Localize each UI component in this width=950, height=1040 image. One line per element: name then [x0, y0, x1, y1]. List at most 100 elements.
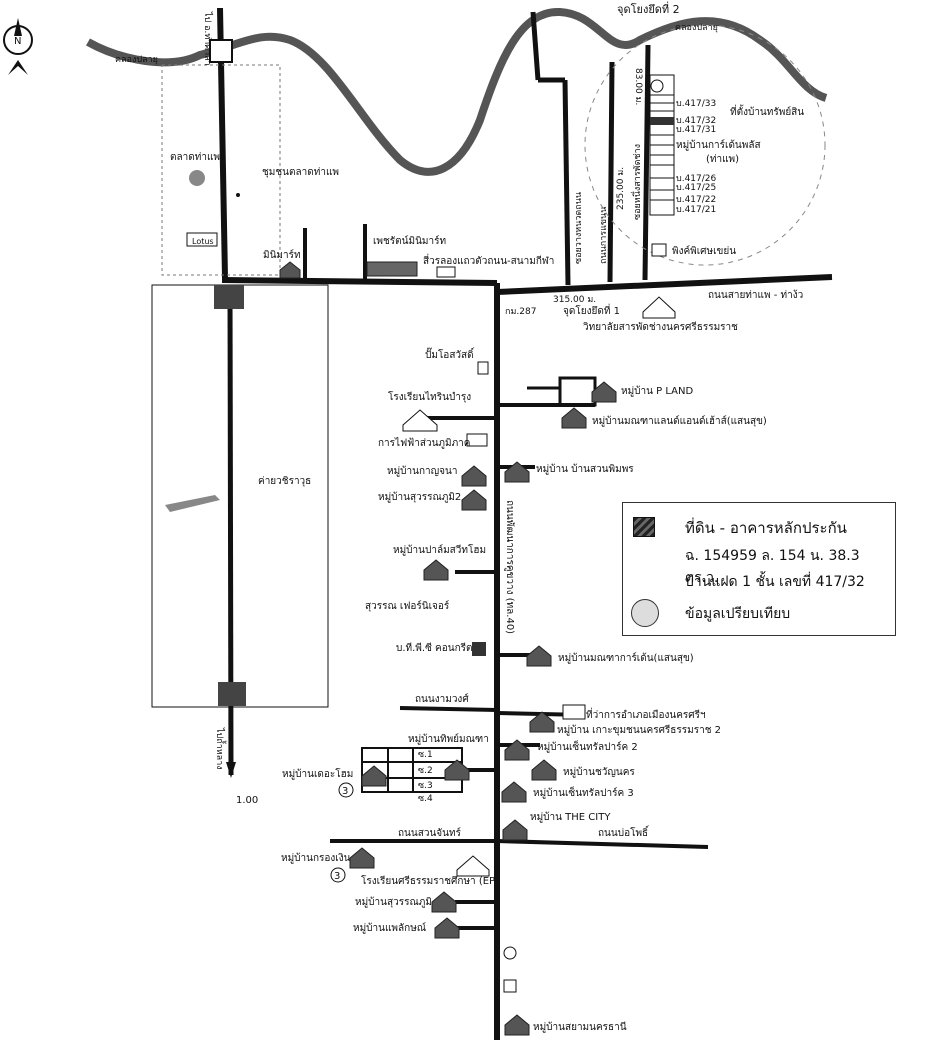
road-soi-1	[530, 11, 541, 81]
lotus-label: Lotus	[192, 237, 214, 246]
furniture-label: สุวรรณ เฟอร์นิเจอร์	[365, 600, 450, 612]
legend-comparison: ข้อมูลเปรียบเทียบ	[685, 606, 791, 622]
rd-bophor-label: ถนนบ่อโพธิ์	[598, 825, 650, 839]
camp-label: ค่ายวชิราวุธ	[258, 476, 311, 487]
v-sayamnakhon-label: หมู่บ้านสยามนครธานี	[533, 1021, 627, 1033]
electric-label: การไฟฟ้าส่วนภูมิภาค	[378, 437, 470, 449]
concrete-icon	[472, 642, 486, 656]
v-kanchana-label: หมู่บ้านกาญจนา	[387, 465, 457, 477]
comparison-swatch	[631, 599, 659, 627]
v-thippanit-label: หมู่บ้านทิพย์มณฑา	[408, 733, 489, 745]
village-ref-label: หมู่บ้านการ์เด้นพลัส	[676, 139, 761, 151]
community-dot	[236, 193, 240, 197]
soi-label: ซ.4	[418, 794, 433, 804]
road-soi-2	[607, 61, 615, 283]
road-thaphae-label: ถนนสายท่าแพ - ท่าง้ว	[708, 289, 803, 301]
v-pailak-label: หมู่บ้านแพลักษณ์	[353, 922, 426, 934]
mazda-icon	[503, 946, 517, 960]
school2-label: โรงเรียนศรีธรรมราชศึกษา (EP)	[361, 874, 499, 887]
house-icon	[361, 765, 387, 787]
pland-block	[558, 376, 597, 407]
scale-label: 1.00	[236, 795, 258, 806]
v-krongnoen-label: หมู่บ้านกรองเงิน	[281, 852, 351, 864]
v-suanphimphon-label: หมู่บ้าน บ้านสวนพิมพร	[536, 463, 634, 475]
marker-1	[650, 79, 664, 93]
soi-road-label: ซอยหนึ่งสารพัดช่าง	[630, 144, 643, 220]
canal-line	[86, 7, 828, 176]
pink-house-icon	[651, 243, 667, 257]
legend-title: ที่ดิน - อาคารหลักประกัน	[685, 519, 847, 537]
collateral-swatch	[633, 517, 655, 537]
v-suwanphum2-label: หมู่บ้านสุวรรณภูมิ2	[378, 491, 461, 503]
mini-mart-label: มินิมาร์ท	[263, 249, 301, 261]
house-icon	[279, 261, 301, 279]
v-dehome-label: หมู่บ้านเดอะโฮม	[282, 767, 353, 780]
plot-label: บ.417/21	[676, 205, 716, 215]
soi-label: ซ.3	[418, 781, 433, 791]
canal-left-label: คลองปลายุ	[115, 55, 158, 65]
v-pland-label: หมู่บ้าน P LAND	[621, 385, 693, 397]
road-ngamwong	[399, 706, 498, 712]
camp-gate-top	[214, 285, 244, 309]
marker-3a-label: 3	[342, 786, 348, 797]
rd-ngamwong-label: ถนนงามวงศ์	[415, 693, 469, 705]
soi-label: ซ.1	[418, 750, 433, 760]
house-icon	[461, 489, 487, 511]
marker-3a	[338, 782, 354, 798]
mcd-icon	[503, 979, 517, 993]
district-hall-icon	[562, 704, 586, 720]
v-chayanakorn-label: หมู่บ้านชวัญนคร	[563, 766, 635, 778]
plot-label: บ.417/22	[676, 195, 716, 205]
house-icon	[526, 645, 552, 667]
legend-deed: ฉ. 154959 ล. 154 น. 38.3 ตร.ว.	[685, 548, 860, 586]
district-hall-label: ที่ว่าการอำเภอเมืองนครศรีฯ	[586, 707, 706, 721]
plot-label: บ.417/25	[676, 183, 716, 193]
college-icon	[642, 296, 676, 319]
road-soi-1c	[562, 79, 571, 286]
airplane-icon	[165, 495, 220, 512]
house-icon	[591, 381, 617, 403]
market-icon	[189, 170, 205, 186]
km287-label: กม.287	[505, 307, 536, 317]
plot-label: บ.417/32	[676, 116, 716, 126]
house-icon	[529, 711, 555, 733]
house-icon	[349, 847, 375, 869]
compass-label: N	[14, 36, 21, 47]
marker-3b-label: 3	[334, 871, 340, 882]
arrow-down-icon	[226, 762, 236, 778]
v-central2-label: หมู่บ้านเซ็นทรัลปาร์ค 2	[537, 739, 638, 753]
soi-road2-label: ซอยวางหนวดถนน	[574, 192, 584, 264]
soi-label: ซ.2	[418, 766, 433, 776]
electric-icon	[466, 433, 488, 447]
v-city-label: หมู่บ้าน THE CITY	[530, 811, 611, 823]
v-kohsamui-label: หมู่บ้าน เกาะขุมชนนครศรีธรรมราช 2	[557, 724, 721, 736]
rd-suanjan-label: ถนนสวนจันทร์	[398, 827, 462, 839]
pump-label: ปั๊มโอสวัสดิ์	[425, 347, 475, 361]
house-icon	[501, 781, 527, 803]
camp-area	[151, 284, 329, 708]
point2-label: จุดโยงยึดที่ 2	[617, 1, 680, 16]
concrete-label: บ.ที.พี.ซี คอนกรีต	[396, 642, 472, 654]
house-icon	[461, 465, 487, 487]
college-label: วิทยาลัยสารพัดช่างนครศรีธรรมราช	[583, 321, 739, 333]
camp-gate-bottom	[218, 682, 246, 706]
compass-icon	[3, 18, 33, 75]
marker-3b	[330, 867, 346, 883]
plot-label: บ.417/26	[676, 174, 717, 184]
bridge-icon	[209, 39, 233, 63]
comparison-radius	[584, 24, 826, 266]
plot-label: บ.417/31	[676, 125, 716, 135]
house-icon	[434, 917, 460, 939]
market-label: ตลาดท่าแพ	[170, 152, 220, 163]
v-suwanphum-label: หมู่บ้านสุวรรณภูมิ	[355, 896, 432, 908]
to-tamlang-label: ไปถ้ำหลาง	[214, 727, 227, 770]
house-icon	[502, 819, 528, 841]
house-icon	[431, 891, 457, 913]
plot-column	[649, 74, 675, 216]
house-icon	[444, 759, 470, 781]
road-bophor	[496, 839, 709, 849]
v-manrat-garden-label: หมู่บ้านมณฑาการ์เด้น(แสนสุข)	[558, 652, 694, 664]
district-office-label: ไป อ.ท่าศาลา	[202, 11, 213, 66]
v-manrat-label: หมู่บ้านมณฑาแลนด์แอนด์เฮ้าส์(แสนสุข)	[592, 415, 767, 427]
